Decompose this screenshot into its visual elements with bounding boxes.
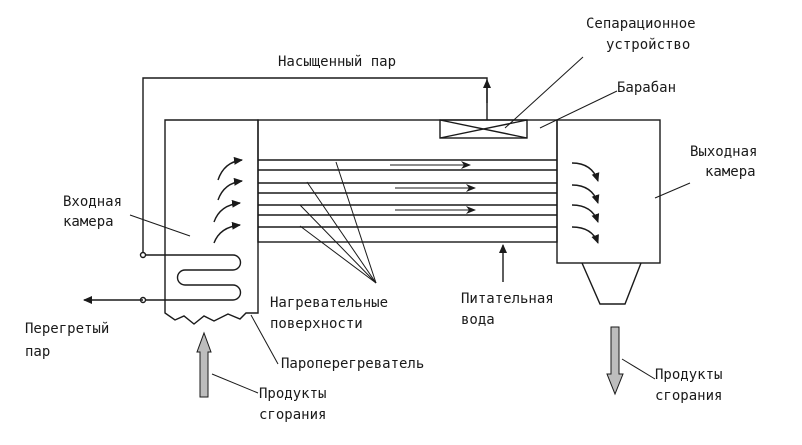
inlet-chamber-label-line1: Входная [63,194,123,210]
outlet-hopper [581,262,642,305]
outlet-chamber-body [556,119,661,264]
leader-line [621,358,656,380]
combustion-products-outlet-arrow [606,326,624,396]
leader-line [129,214,191,237]
outlet-flow-arrow [571,184,600,204]
leader-line [299,225,377,284]
separator-label-line1: Сепарационное [586,16,696,32]
inlet-flow-arrow [213,221,241,244]
inlet-chamber-body [164,119,259,325]
leader-line [335,161,377,284]
superheated-steam-label-line2: пар [25,344,51,360]
superheated-steam-label-line1: Перегретый [25,321,110,337]
leader-line [654,182,691,199]
saturated-steam-pipe [142,77,488,255]
heating-surfaces-label-line1: Нагревательные [270,295,389,311]
saturated-steam-label: Насыщенный пар [278,54,397,70]
feed-water-label-line1: Питательная [461,291,554,307]
leader-line [306,181,377,284]
combustion-inlet-label-line2: сгорания [259,407,327,423]
drum-label: Барабан [617,80,677,96]
combustion-products-inlet-arrow [196,331,212,398]
inlet-flow-arrow [217,177,243,201]
combustion-outlet-label-line1: Продукты [655,367,723,383]
inlet-flow-arrow [217,156,243,181]
outlet-flow-arrow [571,204,600,223]
separator-cross-b [439,119,528,139]
leader-line [504,56,584,129]
leader-line [211,373,259,394]
feed-water-label-line2: вода [461,312,495,328]
outlet-chamber-label-line2: камера [705,164,756,180]
outlet-chamber-label-line1: Выходная [690,144,758,160]
outlet-flow-arrow [571,226,599,244]
superheater-coil [143,254,242,301]
combustion-outlet-label-line2: сгорания [655,388,723,404]
inlet-chamber-label-line2: камера [63,214,114,230]
leader-line [250,314,279,365]
separator-label-line2: устройство [606,37,691,53]
combustion-inlet-label-line1: Продукты [259,386,327,402]
drum-separator-box [439,119,528,139]
heating-surfaces-label-line2: поверхности [270,316,363,332]
pipe-joint [139,251,147,259]
leader-line [539,90,618,129]
leader-line [299,204,377,284]
outlet-flow-arrow [571,162,600,182]
superheater-label: Пароперегреватель [281,356,425,372]
inlet-flow-arrow [213,199,241,223]
